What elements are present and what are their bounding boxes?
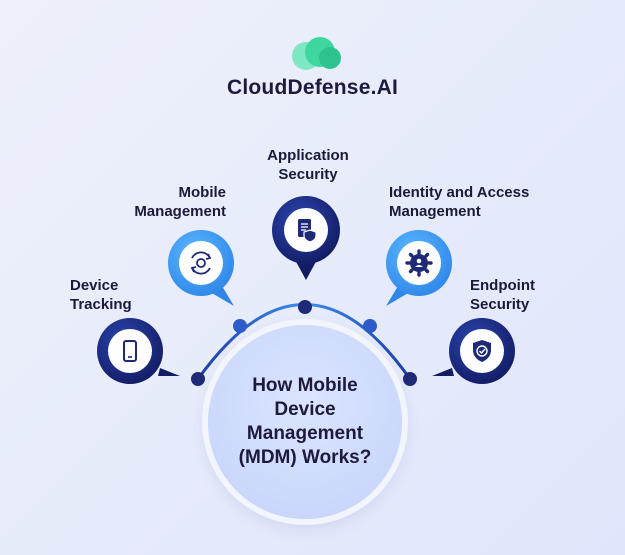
brand-name: CloudDefense.AI (226, 76, 399, 99)
arc-dot (403, 372, 417, 386)
center-title-circle: How Mobile Device Management (MDM) Works… (208, 325, 402, 519)
device-tracking-node (97, 318, 180, 384)
identity-access-management-node (386, 230, 452, 306)
shield-check-icon (473, 340, 491, 362)
arc-dot (233, 319, 247, 333)
gear-refresh-icon (190, 251, 212, 275)
gear-person-icon (405, 249, 433, 277)
arc-dot (298, 300, 312, 314)
center-title: How Mobile Device Management (MDM) Works… (238, 375, 372, 468)
clouddefense-logo-icon (292, 37, 341, 70)
mobile-management-node (168, 230, 234, 306)
arc-dot (191, 372, 205, 386)
endpoint-security-node (432, 318, 515, 384)
application-security-node (272, 196, 340, 280)
arc-dot (363, 319, 377, 333)
document-shield-icon (298, 219, 317, 243)
mobile-phone-icon (123, 340, 137, 362)
